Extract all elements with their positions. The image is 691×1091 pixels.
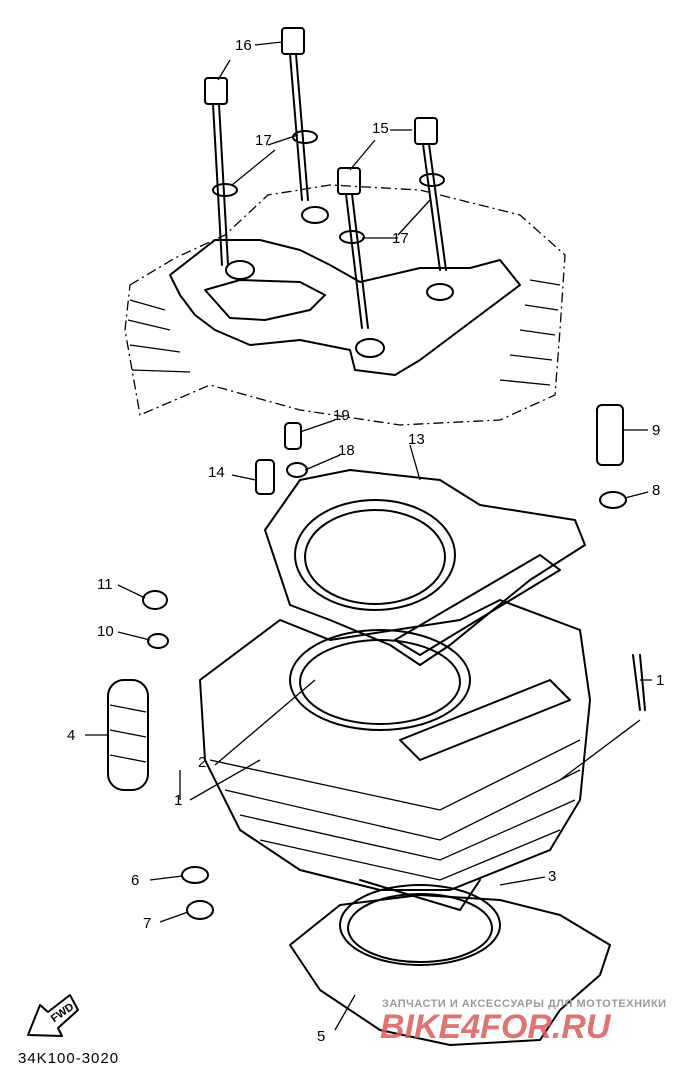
watermark-tagline: ЗАПЧАСТИ И АКСЕССУАРЫ ДЛЯ МОТОТЕХНИКИ	[382, 998, 667, 1010]
cylinder-block	[199, 599, 591, 911]
callout-7: 7	[143, 915, 152, 932]
callout-16: 16	[235, 37, 252, 54]
callout-18: 18	[338, 442, 355, 459]
fwd-arrow-icon	[27, 994, 79, 1037]
base-gasket	[289, 884, 611, 1046]
callout-15: 15	[372, 120, 389, 137]
small-parts	[107, 404, 646, 920]
callout-4: 4	[67, 727, 76, 744]
callout-3: 3	[548, 868, 557, 885]
callout-13: 13	[408, 431, 425, 448]
head-gasket	[264, 469, 586, 666]
callout-2: 2	[198, 754, 207, 771]
callout-9: 9	[652, 422, 661, 439]
callout-6: 6	[131, 872, 140, 889]
callout-1: 1	[656, 672, 665, 689]
callout-14: 14	[208, 464, 225, 481]
callout-1b: 1	[174, 792, 183, 809]
callout-17b: 17	[392, 230, 409, 247]
callout-19: 19	[333, 407, 350, 424]
callout-8: 8	[652, 482, 661, 499]
head-bolts	[204, 27, 447, 329]
cylinder-head	[124, 184, 566, 426]
callout-17: 17	[255, 132, 272, 149]
callout-11: 11	[97, 576, 113, 593]
part-code: 34K100-3020	[18, 1050, 120, 1067]
callout-10: 10	[97, 623, 114, 640]
leader-lines	[85, 41, 652, 1031]
callout-5: 5	[317, 1028, 326, 1045]
watermark-brand: BIKE4FOR.RU	[380, 1008, 611, 1046]
